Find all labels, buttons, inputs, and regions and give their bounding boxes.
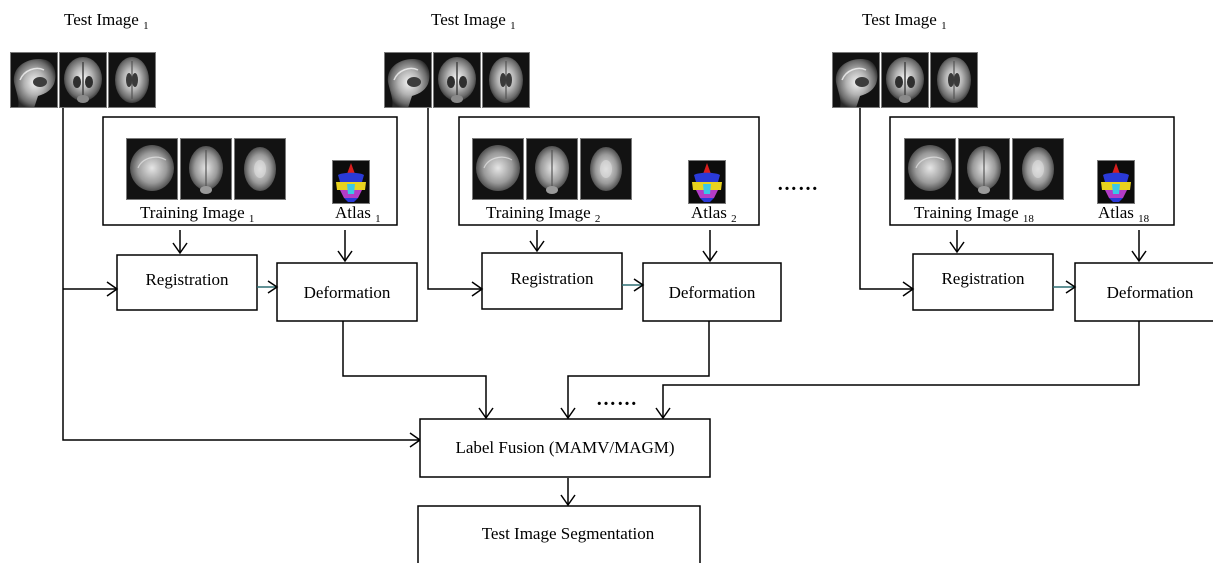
test-image-thumbnails [383, 51, 531, 109]
training-image-label: Training Image 1 [140, 203, 254, 225]
segmentation-box [417, 505, 701, 563]
deformation-box [1074, 262, 1213, 322]
registration-label: Registration [510, 269, 594, 288]
fusion-arrowhead-2 [560, 407, 576, 420]
registration-arrowhead-top [529, 240, 545, 253]
training-image-thumbnails [903, 137, 1065, 201]
column-3: Test Image 1 Training Image 18 Atlas 18 … [831, 10, 1213, 322]
column-2: Test Image 1 Training Image 2 Atlas 2 Re… [383, 10, 782, 322]
test-scan-sagittal [9, 51, 59, 109]
atlas-image [1096, 159, 1136, 205]
fusion-arrowhead-1 [478, 407, 494, 420]
training-scan-sagittal [903, 137, 957, 201]
training-scan-axial [1011, 137, 1065, 201]
registration-label: Registration [145, 270, 229, 289]
test-scan-coronal [58, 51, 108, 109]
deformation-box [642, 262, 782, 322]
test-scan-coronal [432, 51, 482, 109]
deformation-arrowhead-left [1065, 280, 1077, 294]
test-image-title: Test Image 1 [64, 10, 149, 32]
fusion-arrowhead-3 [655, 407, 671, 420]
test-image-thumbnails [9, 51, 157, 109]
atlas-image [331, 159, 371, 205]
columns-ellipsis: …… [777, 173, 819, 195]
test-scan-axial [107, 51, 157, 109]
training-scan-axial [233, 137, 287, 201]
deformation-arrowhead-left [267, 280, 279, 294]
connectors [62, 108, 1147, 507]
label-fusion-label: Label Fusion (MAMV/MAGM) [455, 438, 674, 457]
registration-box [912, 253, 1054, 311]
registration-box [481, 252, 623, 310]
training-scan-axial [579, 137, 633, 201]
training-scan-sagittal [471, 137, 525, 201]
deformation-arrowhead-top [702, 250, 718, 263]
deformation-to-fusion-line [342, 321, 487, 418]
deformation-box [276, 262, 418, 322]
column-1: Test Image 1 Training Image 1 Atlas 1 Re… [9, 10, 418, 322]
training-image-label: Training Image 2 [486, 203, 600, 225]
fusion-ellipsis: …… [596, 388, 638, 410]
deformation-to-fusion-line [567, 321, 710, 418]
test-image-title: Test Image 1 [862, 10, 947, 32]
deformation-arrowhead-top [337, 250, 353, 263]
training-scan-sagittal [125, 137, 179, 201]
test-scan-sagittal [831, 51, 881, 109]
test-scan-sagittal [383, 51, 433, 109]
segmentation-label: Test Image Segmentation [482, 524, 655, 543]
registration-arrowhead-top [172, 242, 188, 255]
segmentation-arrowhead [560, 494, 576, 507]
deformation-label: Deformation [1107, 283, 1194, 302]
test-to-registration-line [427, 108, 482, 290]
training-scan-coronal [525, 137, 579, 201]
registration-arrowhead [471, 281, 484, 297]
registration-arrowhead-top [949, 241, 965, 254]
test-image-thumbnails [831, 51, 979, 109]
training-image-thumbnails [471, 137, 633, 201]
test-scan-axial [481, 51, 531, 109]
deformation-label: Deformation [669, 283, 756, 302]
deformation-label: Deformation [304, 283, 391, 302]
deformation-arrowhead-left [633, 278, 645, 292]
training-scan-coronal [957, 137, 1011, 201]
registration-arrowhead [106, 281, 119, 297]
atlas-label: Atlas 18 [1098, 203, 1150, 225]
training-image-thumbnails [125, 137, 287, 201]
deformation-to-fusion-line [662, 321, 1140, 418]
atlas-label: Atlas 2 [691, 203, 737, 225]
registration-label: Registration [941, 269, 1025, 288]
training-scan-coronal [179, 137, 233, 201]
test-to-fusion-line [62, 108, 420, 441]
test-scan-axial [929, 51, 979, 109]
registration-box [116, 254, 258, 311]
atlas-label: Atlas 1 [335, 203, 381, 225]
label-fusion-box [419, 418, 711, 478]
registration-arrowhead [902, 281, 915, 297]
training-image-label: Training Image 18 [914, 203, 1034, 225]
test-to-registration-line [859, 108, 913, 290]
atlas-image [687, 159, 727, 205]
test-scan-coronal [880, 51, 930, 109]
test-image-title: Test Image 1 [431, 10, 516, 32]
deformation-arrowhead-top [1131, 250, 1147, 263]
